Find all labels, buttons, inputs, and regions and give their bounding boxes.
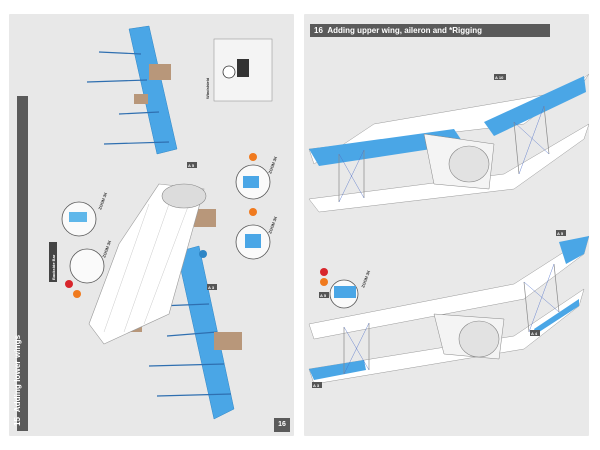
engine-cowling (448, 145, 490, 183)
part-label: A 3 (313, 383, 320, 388)
lower-wing (308, 123, 589, 213)
zoom-label: ZOOM 3X (101, 239, 112, 258)
wing-part-label: A 5 (188, 163, 195, 168)
part-label: A 5 (320, 293, 327, 298)
left-instruction-page: A 5 A 3 ZOOM 3X ZOOM 3X ZOOM 3X ZOOM 3X … (9, 14, 294, 436)
zoom-label: ZOOM 3X (267, 155, 278, 174)
biplane-top-view: A 10 (308, 73, 589, 213)
windshield-label: Windshield (205, 77, 210, 99)
aileron-blue (559, 236, 589, 264)
red-marker (320, 268, 328, 276)
fuselage (88, 183, 205, 345)
wing-mount-block (214, 332, 242, 350)
step-15-illustration: A 5 A 3 ZOOM 3X ZOOM 3X ZOOM 3X ZOOM 3X … (49, 25, 278, 420)
orange-marker (249, 153, 257, 161)
zoom-circle-2 (69, 248, 105, 284)
orange-marker (249, 208, 257, 216)
wing-mount-block (149, 64, 171, 80)
right-instruction-page: 16 Adding upper wing, aileron and *Riggi… (304, 14, 589, 436)
zoom-label: ZOOM 3X (97, 191, 108, 210)
biplane-bottom-view: ZOOM 3X A 5 A 5 A 4 A 3 (308, 230, 589, 388)
part-label: A 5 (557, 231, 564, 236)
red-marker (65, 280, 73, 288)
wing-mount-block (194, 209, 216, 227)
lower-wing-left-panel (128, 25, 178, 155)
orange-marker (73, 290, 81, 298)
step-16-title: 16 Adding upper wing, aileron and *Riggi… (310, 24, 550, 37)
zoom-label: ZOOM 3X (360, 269, 371, 288)
step-15-title: 15 Adding lower wings (13, 334, 22, 426)
windshield-part (237, 59, 249, 77)
engine-cowling (161, 183, 207, 209)
side-tag: Backside Bar (51, 254, 56, 280)
orange-marker (320, 278, 328, 286)
zoom-label: ZOOM 3X (267, 215, 278, 234)
page-number: 16 (274, 418, 290, 432)
wing-part-label: A 3 (208, 285, 215, 290)
wing-mount-block (134, 94, 148, 104)
step-15-header-bar (17, 96, 28, 431)
blue-marker (199, 250, 207, 258)
part-label: A 4 (531, 331, 538, 336)
upper-wing-right-blue (484, 76, 586, 136)
step-16-illustration: A 10 (308, 73, 589, 388)
part-label: A 10 (495, 75, 504, 80)
